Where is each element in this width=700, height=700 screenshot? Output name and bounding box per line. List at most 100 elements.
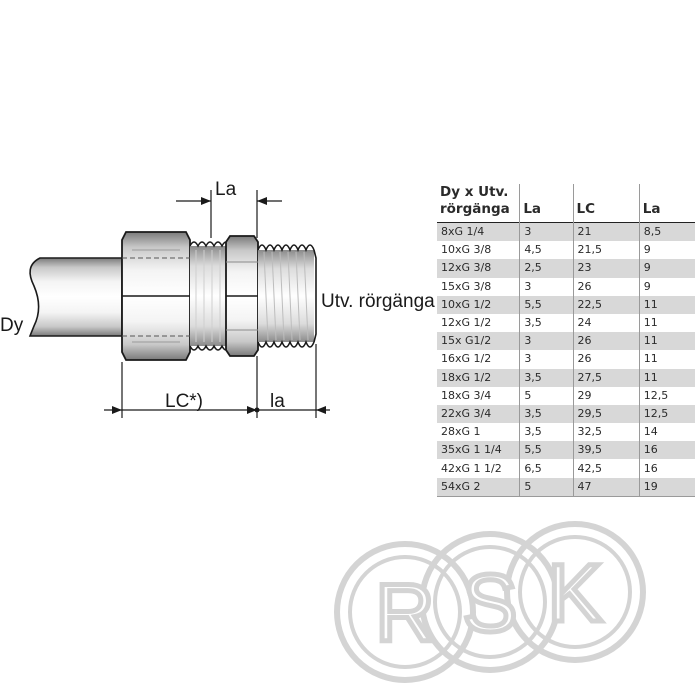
- cell-la: 5: [519, 386, 574, 405]
- cell-lc: 42,5: [572, 459, 640, 478]
- cell-la: 5,5: [519, 295, 574, 314]
- cell-lc: 26: [572, 277, 640, 296]
- label-lc: LC*): [165, 391, 203, 412]
- logo-letter-s: S: [463, 558, 518, 649]
- cell-lc: 21,5: [572, 241, 640, 260]
- table-header-row: Dy x Utv. rörgänga La LC La: [437, 184, 695, 223]
- cell-size: 22xG 3/4: [437, 404, 520, 424]
- cell-la-thread: 11: [638, 313, 695, 333]
- hex-body: [225, 235, 259, 357]
- header-lc: LC: [572, 184, 640, 223]
- cell-size: 42xG 1 1/2: [437, 459, 520, 478]
- cell-lc: 29: [572, 386, 640, 405]
- cell-lc: 23: [572, 259, 640, 278]
- cell-size: 28xG 1: [437, 423, 520, 442]
- header-la: La: [519, 184, 574, 223]
- logo-ring-k: [504, 521, 646, 663]
- cell-size: 16xG 1/2: [437, 350, 520, 369]
- cell-lc: 22,5: [572, 295, 640, 314]
- cell-lc: 47: [572, 477, 640, 497]
- cell-la-thread: 9: [638, 277, 695, 296]
- cell-size: 54xG 2: [437, 477, 520, 497]
- cell-la-thread: 9: [638, 259, 695, 278]
- cell-size: 15xG 3/8: [437, 277, 520, 296]
- cell-lc: 32,5: [572, 423, 640, 442]
- dimension-lines: [104, 190, 330, 418]
- cell-la-thread: 9: [638, 241, 695, 260]
- cell-la-thread: 12,5: [638, 386, 695, 405]
- label-thread: Utv. rörgänga: [321, 291, 435, 312]
- cell-la: 3,5: [519, 423, 574, 442]
- compression-nut: [121, 231, 210, 361]
- rsk-watermark-logo: R S K: [334, 521, 646, 683]
- cell-lc: 27,5: [572, 368, 640, 387]
- cell-size: 10xG 3/8: [437, 241, 520, 260]
- header-dy-thread: Dy x Utv. rörgänga: [440, 184, 510, 217]
- cell-lc: 26: [572, 332, 640, 351]
- cell-size: 18xG 1/2: [437, 368, 520, 387]
- cell-la-thread: 19: [638, 477, 695, 497]
- cell-lc: 26: [572, 350, 640, 369]
- cell-size: 15x G1/2: [437, 332, 520, 351]
- cell-la: 3: [519, 222, 574, 242]
- logo-ring-s: [419, 531, 561, 673]
- label-la-top: La: [215, 179, 237, 200]
- cell-la-thread: 14: [638, 423, 695, 442]
- cell-size: 35xG 1 1/4: [437, 441, 520, 460]
- cell-la-thread: 11: [638, 368, 695, 387]
- cell-la: 3,5: [519, 368, 574, 387]
- cell-size: 12xG 1/2: [437, 313, 520, 333]
- cell-la-thread: 11: [638, 295, 695, 314]
- cell-size: 10xG 1/2: [437, 295, 520, 314]
- cell-lc: 29,5: [572, 404, 640, 424]
- cell-la: 4,5: [519, 241, 574, 260]
- cell-la-thread: 11: [638, 332, 695, 351]
- cell-la: 3: [519, 332, 574, 351]
- cell-la: 3: [519, 277, 574, 296]
- cell-la-thread: 16: [638, 441, 695, 460]
- cell-la: 5: [519, 477, 574, 497]
- logo-ring-r: [334, 541, 476, 683]
- cell-la: 6,5: [519, 459, 574, 478]
- cell-size: 12xG 3/8: [437, 259, 520, 278]
- cell-la-thread: 11: [638, 350, 695, 369]
- cell-la: 3,5: [519, 404, 574, 424]
- cell-la: 3: [519, 350, 574, 369]
- cell-la: 3,5: [519, 313, 574, 333]
- cell-lc: 39,5: [572, 441, 640, 460]
- pipe: [28, 257, 123, 337]
- cell-la: 5,5: [519, 441, 574, 460]
- cell-size: 8xG 1/4: [437, 222, 520, 242]
- inner-thread: [189, 241, 231, 351]
- cell-la-thread: 16: [638, 459, 695, 478]
- cell-lc: 24: [572, 313, 640, 333]
- header-la-thread: La: [638, 184, 695, 223]
- cell-la-thread: 8,5: [638, 222, 695, 242]
- label-dy: Dy: [0, 315, 24, 336]
- cell-lc: 21: [572, 222, 640, 242]
- logo-letter-k: K: [548, 548, 603, 639]
- logo-letter-r: R: [375, 568, 434, 659]
- external-thread: [257, 244, 317, 348]
- cell-size: 18xG 3/4: [437, 386, 520, 405]
- cell-la: 2,5: [519, 259, 574, 278]
- label-la-bottom: la: [270, 391, 285, 412]
- cell-la-thread: 12,5: [638, 404, 695, 424]
